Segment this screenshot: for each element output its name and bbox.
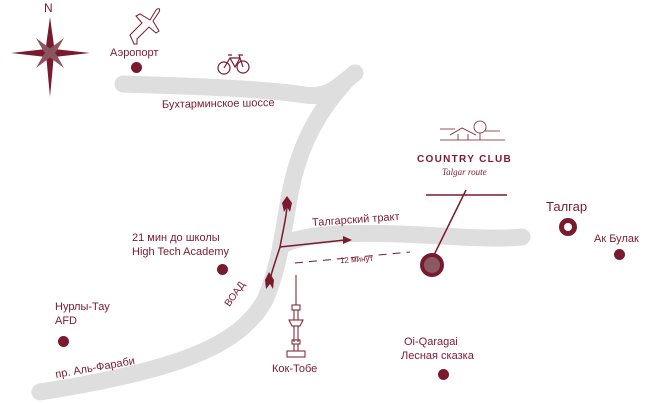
school-label-line1: 21 мин до школы	[132, 232, 220, 244]
logo-pointer-line	[433, 189, 467, 256]
arrow-feather-north	[282, 196, 292, 212]
route-path-east	[279, 239, 346, 248]
oiqaragai-label-line1: Oi-Qaragai	[404, 336, 458, 348]
country-club-logo-icon	[440, 120, 505, 141]
oiqaragai-label-line2: Лесная сказка	[401, 350, 474, 362]
nurly-marker	[58, 336, 69, 347]
logo-title: COUNTRY CLUB	[417, 154, 513, 165]
compass-rose-icon	[11, 17, 90, 97]
arrow-feather-south	[265, 272, 274, 289]
akbulak-label: Ак Булак	[594, 233, 639, 245]
road-voad	[31, 73, 354, 401]
school-label-line2: High Tech Academy	[132, 246, 230, 258]
oiqaragai-marker	[438, 369, 449, 380]
road-talgar-tract	[274, 224, 531, 254]
route-path-north	[279, 204, 288, 248]
route-time-label: 12 минут	[339, 253, 374, 266]
koktobe-label: Кок-Тобе	[272, 363, 318, 375]
road-bukhtarma	[114, 64, 364, 105]
north-label: N	[44, 1, 53, 15]
bicycle-icon	[217, 54, 250, 75]
logo-subtitle: Talgar route	[442, 167, 487, 177]
nurly-label-line1: Нурлы-Тау	[55, 301, 110, 313]
road-label-bukhtarma: Бухтарминское шоссе	[161, 97, 275, 111]
school-marker	[217, 264, 228, 275]
talgar-label: Талгар	[546, 199, 588, 214]
airplane-icon	[129, 8, 161, 45]
route-dashed	[294, 251, 411, 264]
airport-marker	[131, 62, 142, 73]
akbulak-marker	[614, 249, 625, 260]
nurly-label-line2: AFD	[55, 315, 77, 327]
airport-label: Аэропорт	[110, 47, 159, 59]
kok-tobe-tower-icon	[286, 275, 306, 358]
arrow-head-east	[343, 236, 352, 244]
